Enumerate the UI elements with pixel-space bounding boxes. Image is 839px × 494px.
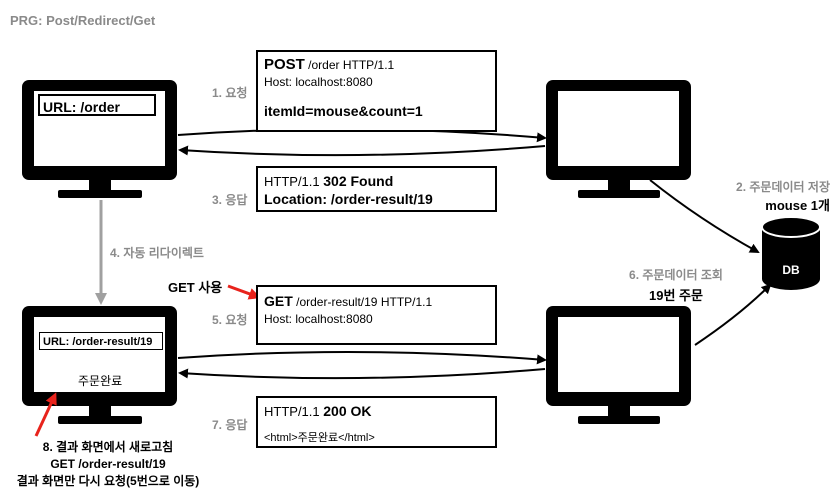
monitor-base	[578, 190, 660, 198]
request-line: POST /order HTTP/1.1	[264, 56, 395, 73]
get-use-arrow	[227, 284, 261, 300]
screen-content: 주문완료	[78, 374, 123, 388]
step-2-label: 2. 주문데이터 저장 mouse 1개	[736, 180, 830, 213]
step-4-label: 4. 자동 리다이렉트	[110, 246, 204, 260]
response-message-3: HTTP/1.1 302 Found Location: /order-resu…	[256, 166, 497, 212]
monitor-base	[58, 416, 142, 424]
request-line: GET /order-result/19 HTTP/1.1	[264, 293, 433, 309]
monitor-stand	[608, 180, 630, 190]
monitor-frame	[546, 80, 691, 180]
step-6-label: 6. 주문데이터 조회 19번 주문	[629, 268, 723, 303]
host-header: Host: localhost:8080	[264, 312, 373, 326]
step-7-label: 7. 응답	[212, 418, 248, 432]
monitor-screen	[34, 317, 165, 392]
database-icon: DB	[761, 216, 821, 290]
monitor-stand	[608, 406, 630, 416]
monitor-base	[578, 416, 660, 424]
diagram-title: PRG: Post/Redirect/Get	[10, 13, 156, 28]
db-label: DB	[782, 263, 800, 277]
monitor-frame	[22, 306, 177, 406]
location-header: Location: /order-result/19	[264, 191, 433, 207]
response-message-7: HTTP/1.1 200 OK <html>주문완료</html>	[256, 396, 497, 448]
get-use-label: GET 사용	[168, 280, 223, 295]
monitor-stand	[89, 180, 111, 190]
response-body: <html>주문완료</html>	[264, 432, 375, 444]
step-3-label: 3. 응답	[212, 193, 248, 207]
step-1-label: 1. 요청	[212, 86, 248, 100]
response-arrow-7	[178, 368, 546, 380]
refresh-arrow	[34, 392, 57, 437]
monitor-screen	[558, 317, 679, 392]
request-message-5: GET /order-result/19 HTTP/1.1 Host: loca…	[256, 285, 497, 345]
monitor-base	[58, 190, 142, 198]
monitor-screen	[558, 91, 679, 166]
save-arrow	[649, 179, 760, 253]
request-message-1: POST /order HTTP/1.1 Host: localhost:808…	[256, 50, 497, 132]
status-line: HTTP/1.1 200 OK	[264, 403, 372, 419]
monitor-frame	[546, 306, 691, 406]
status-line: HTTP/1.1 302 Found	[264, 173, 394, 189]
query-arrow	[694, 283, 772, 346]
url-bar: URL: /order-result/19	[39, 332, 163, 350]
host-header: Host: localhost:8080	[264, 75, 373, 89]
request-body: itemId=mouse&count=1	[264, 103, 423, 119]
url-bar: URL: /order	[38, 94, 156, 116]
monitor-stand	[89, 406, 111, 416]
request-arrow-5	[177, 350, 547, 365]
response-arrow-3	[178, 145, 546, 157]
step-5-label: 5. 요청	[212, 313, 248, 327]
step-8-label: 8. 결과 화면에서 새로고침 GET /order-result/19 결과 …	[16, 440, 200, 488]
